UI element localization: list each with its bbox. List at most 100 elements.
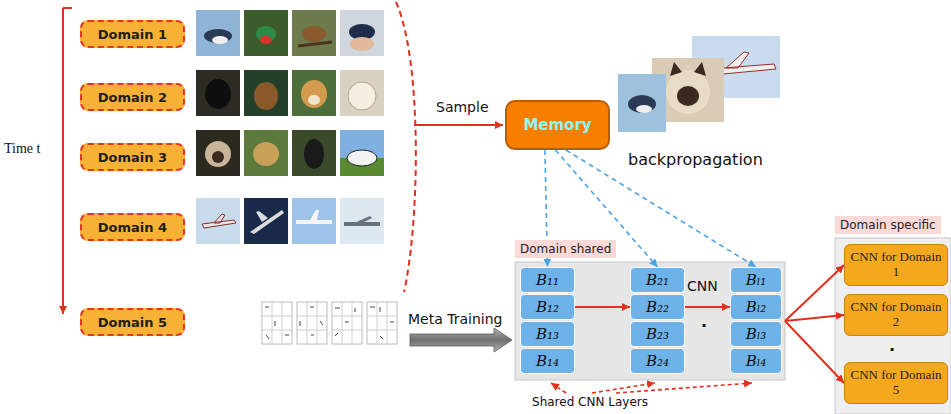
domain-cnn-box-text: CNN for Domain 2 xyxy=(849,300,943,330)
photo-ground xyxy=(196,198,240,244)
photo-ground xyxy=(340,198,384,244)
sample-label: Sample xyxy=(436,99,489,115)
photo-ground xyxy=(292,10,336,56)
bird-shape xyxy=(302,26,326,42)
photo-ground xyxy=(244,70,288,116)
specific-cnn-panel: CNN for Domain 1CNN for Domain 2CNN for … xyxy=(835,238,951,414)
domain-box-text: Domain 1 xyxy=(98,27,167,42)
bird-thumbnail xyxy=(292,10,336,56)
bird-photo xyxy=(618,74,666,132)
cheetah-thumbnail xyxy=(244,130,288,176)
glyph-strokes xyxy=(300,307,323,335)
photo-sky xyxy=(340,130,384,176)
bird-thumbnail xyxy=(196,10,240,56)
cnn-block: B₁₂ xyxy=(520,294,575,320)
cat-head xyxy=(666,70,710,114)
meta-training-arrow xyxy=(410,328,512,352)
cat-shape xyxy=(205,141,231,167)
ellipsis-dot: . xyxy=(701,312,707,331)
grid-lines xyxy=(262,302,292,344)
domain-box: Domain 2 xyxy=(80,83,185,111)
glyph-strokes xyxy=(370,307,394,339)
panel-ground xyxy=(515,262,785,380)
photo-ground xyxy=(618,74,666,132)
domain-cnn-box: CNN for Domain 2 xyxy=(844,294,948,336)
grid-lines xyxy=(332,302,362,344)
flow-arrow xyxy=(785,321,844,383)
dog-thumbnail xyxy=(340,70,384,116)
cnn-block: B₂₁ xyxy=(630,267,685,293)
bird-throat xyxy=(260,36,272,44)
cat-thumbnail xyxy=(196,130,240,176)
shared-layers-leader xyxy=(551,383,566,393)
dog-thumbnail xyxy=(292,70,336,116)
grid-sheet xyxy=(332,302,362,344)
panel-heading: Domain specific xyxy=(835,216,941,234)
cnn-block: Bₗ₂ xyxy=(730,294,782,320)
cat-ears xyxy=(670,62,706,76)
grid-sheet xyxy=(262,302,292,344)
plane-shape xyxy=(202,214,236,228)
bird-shape xyxy=(204,29,232,43)
domain-box: Domain 1 xyxy=(80,20,185,48)
glyph-strokes xyxy=(335,308,355,336)
time-axis-arrow xyxy=(62,8,64,314)
flow-arrow xyxy=(785,265,844,321)
cnn-block: Bₗ₁ xyxy=(730,267,782,293)
shared-layers-leader xyxy=(616,383,752,393)
time-axis-label: Time t xyxy=(4,141,40,157)
cow-shape xyxy=(347,150,377,166)
bird-belly xyxy=(212,36,228,44)
bird-shape xyxy=(628,95,656,113)
cnn-block: B₁₁ xyxy=(520,267,575,293)
character-grid xyxy=(367,302,397,344)
meta-training-label: Meta Training xyxy=(408,311,502,327)
cat-face xyxy=(212,151,224,163)
panel-ground xyxy=(835,238,951,414)
cnn-block-text: Bₗ₁ xyxy=(746,271,767,289)
domain-box-text: Domain 3 xyxy=(98,150,167,165)
flow-arrow xyxy=(575,306,630,308)
flow-arrow xyxy=(785,315,844,321)
photo-ground xyxy=(196,70,240,116)
animal-shape xyxy=(304,139,324,169)
cnn-block: B₁₃ xyxy=(520,321,575,347)
bird-belly xyxy=(636,105,652,113)
cnn-block-text: B₂₁ xyxy=(646,271,669,289)
domain-box: Domain 4 xyxy=(80,213,185,241)
plane-shape xyxy=(296,210,332,224)
character-grid xyxy=(332,302,362,344)
plane-shape xyxy=(250,210,284,234)
grid-lines xyxy=(367,302,397,344)
backpropagation-label: backpropagation xyxy=(628,150,763,169)
character-grid xyxy=(297,302,327,344)
dog-shape xyxy=(254,82,278,110)
domain-box-text: Domain 2 xyxy=(98,90,167,105)
cat-face xyxy=(677,86,699,106)
ellipsis-dot: . xyxy=(889,336,895,355)
cnn-block-text: Bₗ₃ xyxy=(746,325,767,343)
sample-bracket xyxy=(396,2,416,292)
cnn-block: Bₗ₃ xyxy=(730,321,782,347)
domain-box-text: Domain 4 xyxy=(98,220,167,235)
network-label: CNN xyxy=(687,278,718,294)
replay-image-stack xyxy=(618,36,780,132)
cnn-block-text: B₂₃ xyxy=(646,325,669,343)
photo-ground xyxy=(340,70,384,116)
dog-shape xyxy=(301,80,327,108)
cnn-block-text: B₂₄ xyxy=(646,352,669,370)
cnn-block: B₁₄ xyxy=(520,348,575,374)
plane-thumbnail xyxy=(292,198,336,244)
grid-sheet xyxy=(297,302,327,344)
plane-shape xyxy=(344,216,380,226)
cnn-block: B₂₃ xyxy=(630,321,685,347)
hand xyxy=(350,37,374,51)
memory-box: Memory xyxy=(505,100,610,150)
panel-grounds xyxy=(515,238,951,414)
bird-thumbnail xyxy=(340,10,384,56)
photo-ground xyxy=(292,198,336,244)
